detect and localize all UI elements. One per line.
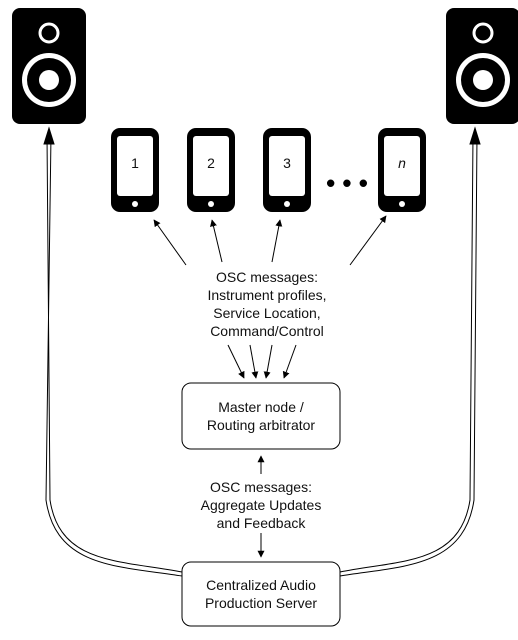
osc-messages-bottom-label: OSC messages: Aggregate Updates and Feed…	[201, 479, 322, 531]
server-to-right-speaker-link	[339, 126, 481, 577]
svg-text:OSC messages:: OSC messages:	[216, 269, 318, 285]
arrow-to-device-1	[153, 219, 187, 266]
left-speaker-icon	[12, 8, 86, 124]
svg-text:Centralized Audio: Centralized Audio	[206, 577, 316, 593]
mobile-device-4-icon: n	[378, 128, 426, 212]
mobile-device-label: 3	[283, 155, 291, 171]
svg-text:Service Location,: Service Location,	[213, 305, 320, 321]
svg-text:and Feedback: and Feedback	[217, 515, 307, 531]
svg-text:OSC messages:: OSC messages:	[210, 479, 312, 495]
svg-text:Aggregate Updates: Aggregate Updates	[201, 497, 322, 513]
svg-text:Routing arbitrator: Routing arbitrator	[207, 417, 316, 433]
mobile-device-label: 2	[207, 155, 215, 171]
mobile-device-2-icon: 2	[187, 128, 235, 212]
mobile-device-3-icon: 3	[263, 128, 311, 212]
svg-text:Instrument profiles,: Instrument profiles,	[207, 287, 326, 303]
mobile-device-1-icon: 1	[111, 128, 159, 212]
server-to-left-speaker-link	[43, 126, 183, 577]
osc-to-device-arrows	[153, 215, 387, 266]
svg-text:Command/Control: Command/Control	[210, 323, 324, 339]
mobile-device-label: n	[398, 155, 406, 171]
master-node-box: Master node / Routing arbitrator	[181, 382, 341, 450]
mobile-devices: 1 2 3 n	[111, 128, 426, 212]
arrow-to-device-3	[271, 219, 283, 263]
right-speaker-icon	[446, 8, 518, 124]
svg-text:Production Server: Production Server	[205, 595, 317, 611]
mobile-device-label: 1	[131, 155, 139, 171]
arrow-to-device-n	[349, 215, 387, 266]
osc-to-master-arrows	[227, 344, 297, 379]
devices-ellipsis: • • •	[326, 168, 368, 198]
arrow-to-device-2	[210, 219, 223, 263]
osc-messages-top-label: OSC messages: Instrument profiles, Servi…	[207, 269, 326, 339]
svg-text:Master node /: Master node /	[218, 399, 304, 415]
audio-server-box: Centralized Audio Production Server	[181, 561, 341, 627]
